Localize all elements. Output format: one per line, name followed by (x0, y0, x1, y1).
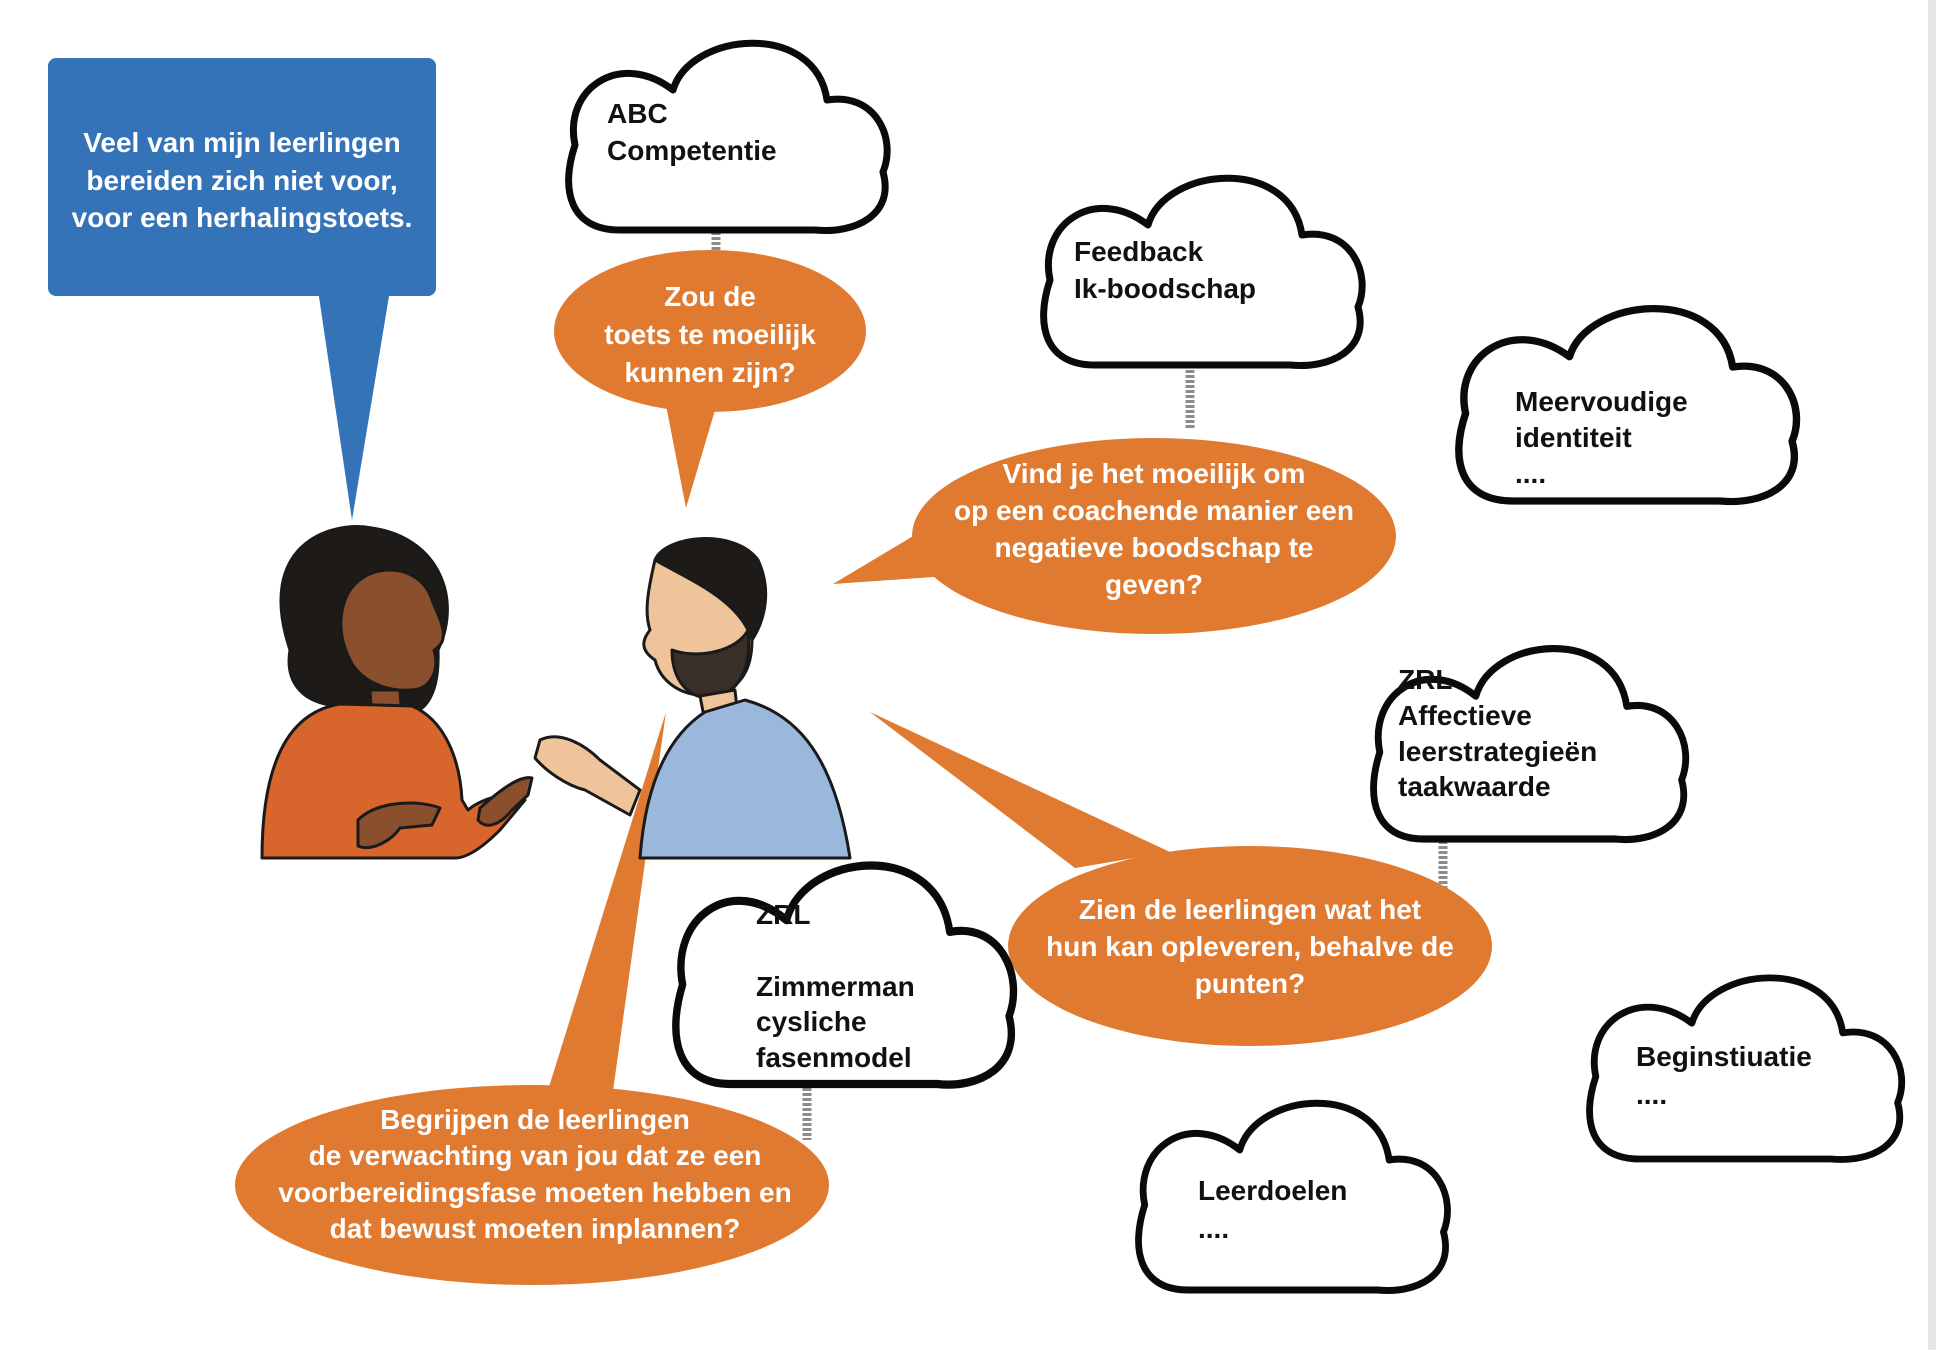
man-illustration (535, 539, 850, 858)
question-1-text: Zou de toets te moeilijk kunnen zijn? (560, 278, 860, 392)
cloud-start-text: Beginstiuatie .... (1636, 1038, 1856, 1114)
man-hand (535, 737, 640, 815)
question-bubble-3-tail (870, 712, 1170, 868)
cloud-abc-text: ABC Competentie (607, 96, 827, 170)
teacher-bubble-tail (318, 290, 390, 520)
question-2-text: Vind je het moeilijk om op een coachende… (914, 456, 1394, 604)
cloud-identity-text: Meervoudige identiteit .... (1515, 384, 1735, 491)
man-shirt (640, 700, 850, 858)
cloud-goals-text: Leerdoelen .... (1198, 1172, 1398, 1248)
cloud-zrl-affective-text: ZRL Affectieve leerstrategieën taakwaard… (1398, 662, 1668, 805)
woman-illustration (262, 527, 532, 858)
page-edge (1928, 0, 1936, 1350)
question-bubble-1-tail (665, 400, 718, 508)
cloud-zrl-zimmerman-text: ZRL Zimmerman cysliche fasenmodel (756, 897, 956, 1076)
question-4-text: Begrijpen de leerlingen de verwachting v… (245, 1102, 825, 1248)
question-3-text: Zien de leerlingen wat het hun kan oplev… (1010, 892, 1490, 1003)
teacher-statement: Veel van mijn leerlingen bereiden zich n… (48, 124, 436, 237)
cloud-feedback-text: Feedback Ik-boodschap (1074, 234, 1324, 308)
